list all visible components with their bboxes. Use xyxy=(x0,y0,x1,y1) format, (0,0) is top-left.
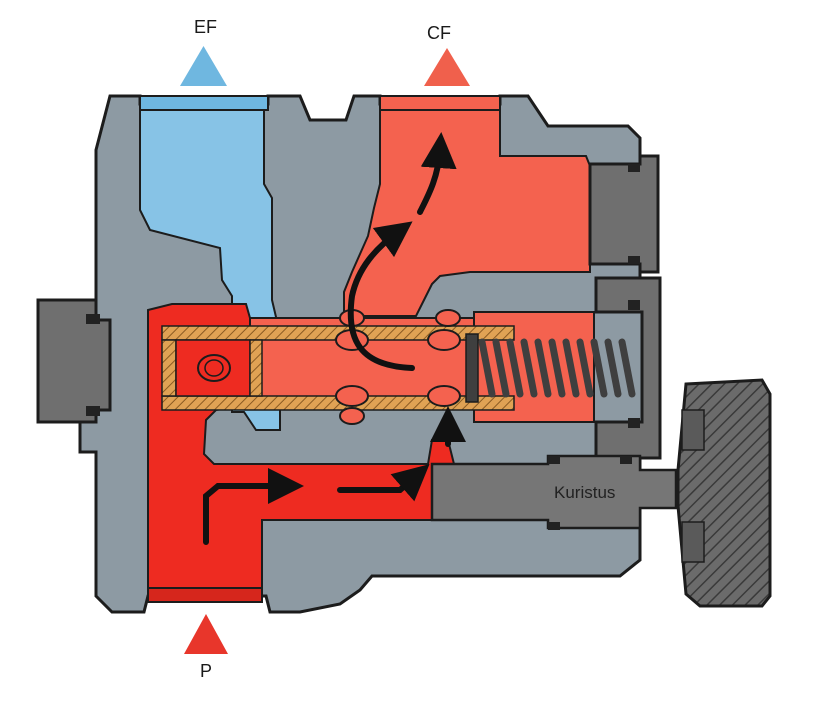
p-triangle-icon xyxy=(184,614,228,654)
cf-port-rim xyxy=(379,95,501,111)
cf-controlled-channel xyxy=(343,95,591,317)
knob-insert-bottom xyxy=(681,521,705,563)
flow-arrow-p-right xyxy=(337,464,430,502)
flow-arrow-cf-up xyxy=(417,132,457,215)
flow-arrow-spool-curve xyxy=(347,221,415,371)
spool-left-end xyxy=(161,339,177,397)
left-plug-seal-bottom xyxy=(86,406,100,416)
spring-cap xyxy=(594,276,662,460)
spring-cap-seal-top xyxy=(628,300,640,310)
knob-insert-top xyxy=(681,409,705,451)
tr-plug-seal-top xyxy=(628,164,640,172)
left-plug-seal-top xyxy=(86,314,100,324)
left-end-plug xyxy=(36,298,112,424)
p-port-rim xyxy=(147,587,263,603)
cf-triangle-icon xyxy=(424,48,470,86)
spring-cap-seal-bottom xyxy=(628,418,640,428)
flow-arrow-p-up-right xyxy=(203,468,304,545)
spring xyxy=(478,338,636,398)
spool-hole-lower-left xyxy=(335,385,369,407)
pressure-label: P xyxy=(200,661,213,681)
spool-orifice xyxy=(197,354,231,382)
cf-label: CF xyxy=(427,23,451,43)
port-hole-bottom-left xyxy=(339,407,365,425)
tr-plug-seal-bottom xyxy=(628,256,640,264)
stem-seal-bottom xyxy=(548,522,560,530)
ef-triangle-icon xyxy=(180,46,227,86)
throttle-label: Kuristus xyxy=(554,483,616,502)
flow-arrows xyxy=(203,132,466,545)
stem-seal-top-right xyxy=(620,456,632,464)
top-right-plug xyxy=(588,154,660,274)
ef-port-rim xyxy=(139,95,269,111)
spool-hole-lower-right xyxy=(427,385,461,407)
spool-collar xyxy=(249,339,263,397)
port-hole-top-right xyxy=(435,309,461,327)
spool-hole-upper-right xyxy=(427,329,461,351)
stem-seal-top xyxy=(548,456,560,464)
spool-orifice-inner xyxy=(204,359,224,377)
spring-seat xyxy=(465,333,479,403)
ef-label: EF xyxy=(194,17,218,37)
